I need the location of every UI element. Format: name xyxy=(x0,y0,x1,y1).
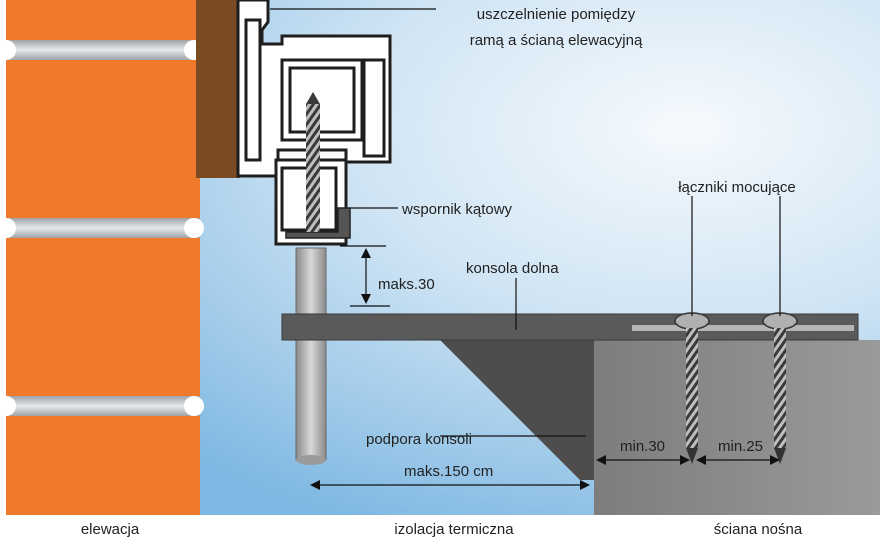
fastener-washer-strip xyxy=(632,325,854,331)
bottom-caption-band xyxy=(0,515,880,540)
console-support-post xyxy=(295,247,327,465)
fastening-screws xyxy=(674,312,798,464)
angle-bracket-label: wspornik kątowy xyxy=(401,201,513,218)
bottom-console-label: konsola dolna xyxy=(466,260,559,277)
console-support-label: podpora konsoli xyxy=(366,431,472,448)
fastener-screw-1 xyxy=(674,312,710,464)
fasteners-label: łączniki mocujące xyxy=(678,179,796,196)
brick-facade xyxy=(0,0,204,515)
max-30-label: maks.30 xyxy=(378,276,435,293)
insulation-caption: izolacja termiczna xyxy=(394,521,514,538)
seal-label-line2: ramą a ścianą elewacyjną xyxy=(470,32,643,49)
min-25-label: min.25 xyxy=(718,438,763,455)
bearing-wall xyxy=(594,340,880,515)
facade-caption: elewacja xyxy=(81,521,140,538)
bearing-wall-caption: ściana nośna xyxy=(714,521,803,538)
fastener-screw-2 xyxy=(762,312,798,464)
min-30-label: min.30 xyxy=(620,438,665,455)
console-support-bracket xyxy=(438,338,594,480)
dimension-lines xyxy=(310,245,780,490)
frame-screw xyxy=(306,92,320,232)
seal-label-line1: uszczelnienie pomiędzy xyxy=(477,6,636,23)
max-150-label: maks.150 cm xyxy=(404,463,493,480)
leader-lines xyxy=(270,8,781,437)
frame-seal-strip xyxy=(196,0,240,178)
